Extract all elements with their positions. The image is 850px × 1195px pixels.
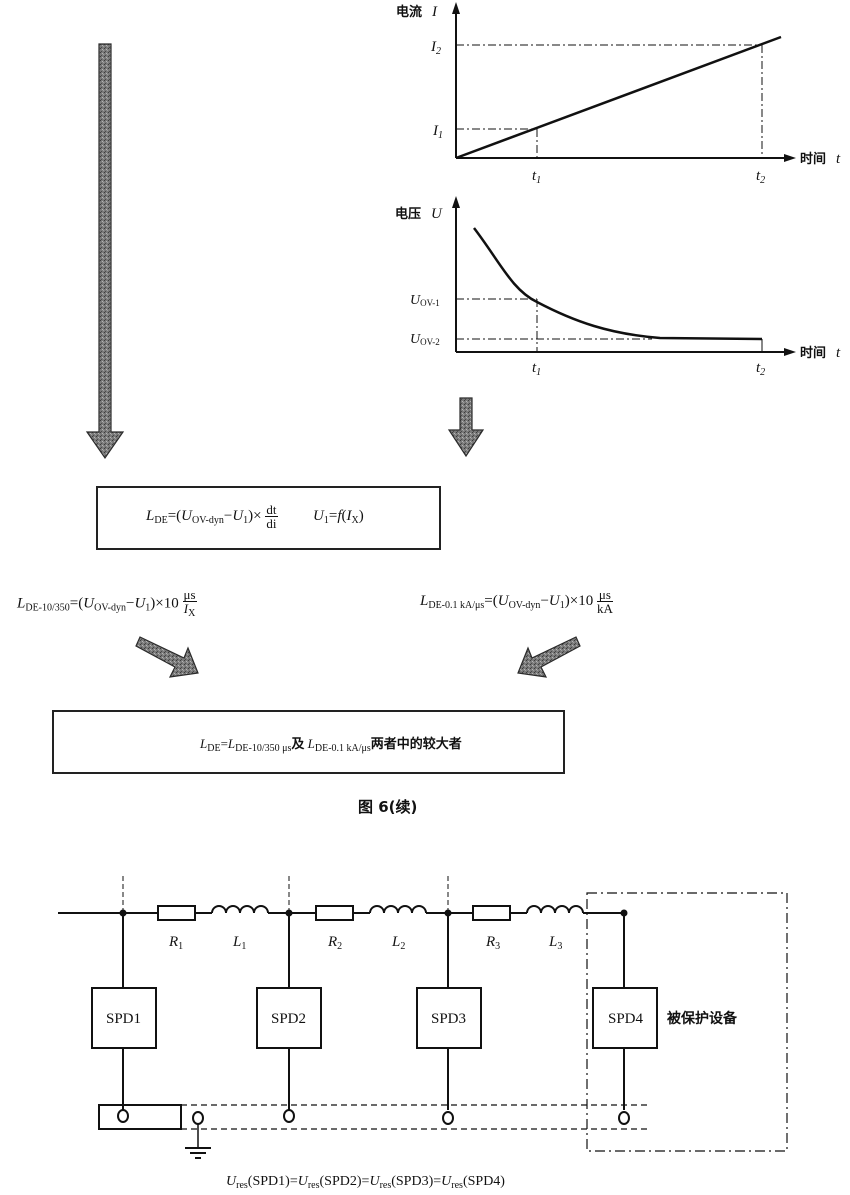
chart1-ytick-I1: I1 [432,123,443,141]
flow-arrow-left-long-icon [85,43,125,460]
spd2-box [256,987,322,1049]
spd4-label: SPD4 [608,1011,644,1027]
voltage-time-chart: 电压 U UOV-1 UOV-2 t1 t2 时间 t [395,196,841,378]
resistor-R1 [157,905,196,921]
chart2-xlabel-var: t [836,345,841,361]
spd3-label: SPD3 [431,1011,466,1027]
ground-icon [185,1124,211,1159]
chart1-series-line [455,35,782,160]
inductor-L2 [369,905,427,914]
chart1-x-axis-arrow-icon [784,154,796,162]
flow-arrow-diagonal-left-icon [135,636,199,678]
label-L3: L3 [548,934,562,952]
spd2-label: SPD2 [271,1011,306,1027]
label-L2: L2 [391,934,405,952]
formula-Ures-equality: Ures(SPD1)=Ures(SPD2)=Ures(SPD3)=Ures(SP… [226,1174,505,1191]
chart2-series-curve [473,227,763,341]
chart1-ylabel-cn: 电流 [396,4,422,20]
chart1-ytick-I2: I2 [430,39,441,57]
chart1-y-axis-arrow-icon [452,2,460,14]
spd-circuit-diagram: SPD1 SPD2 SPD3 SPD4 被保护设备 R1 L1 R [58,876,788,1159]
spd4-box [592,987,658,1049]
protected-equipment-label: 被保护设备 [667,1010,738,1027]
chart1-xtick-t1: t1 [532,168,541,186]
resistor-R3 [472,905,511,921]
resistor-R2 [315,905,354,921]
chart1-ylabel-var: I [431,4,438,20]
current-time-chart: 电流 I I2 I1 t1 t2 时间 t [396,2,841,186]
terminal-3 [442,1111,454,1125]
chart2-ytick-Uov2: UOV-2 [410,332,440,347]
figure-caption: 图 6(续) [358,798,418,816]
label-R3: R3 [485,934,500,952]
formula-LDE-max: LDE=LDE-10/350 μs及 LDE-0.1 kA/μs两者中的较大者 [200,736,462,754]
chart2-xtick-t2: t2 [756,360,765,378]
chart1-xlabel-var: t [836,151,841,167]
label-R2: R2 [327,934,342,952]
label-R1: R1 [168,934,183,952]
spd3-box [416,987,482,1049]
chart2-xtick-t1: t1 [532,360,541,378]
flow-arrow-right-short-icon [447,397,485,458]
inductor-L1 [211,905,269,914]
earthing-bar [98,1104,182,1130]
terminal-4 [618,1111,630,1125]
chart2-ytick-Uov1: UOV-1 [410,293,440,308]
formula-box-result [52,710,565,774]
label-L1: L1 [232,934,246,952]
protected-equipment-boundary [586,892,788,1152]
inductor-L3 [526,905,584,914]
terminal-1 [117,1109,129,1123]
terminal-2 [283,1109,295,1123]
spd1-box [91,987,157,1049]
chart2-y-axis-arrow-icon [452,196,460,208]
chart2-x-axis-arrow-icon [784,348,796,356]
chart1-xtick-t2: t2 [756,168,765,186]
terminal-ground [192,1111,204,1125]
chart2-ylabel-cn: 电压 [395,206,421,222]
chart2-xlabel-cn: 时间 [800,345,826,361]
spd1-label: SPD1 [106,1011,141,1027]
formula-box-dynamic-inductance [96,486,441,550]
chart2-ylabel-var: U [431,206,443,222]
chart1-xlabel-cn: 时间 [800,151,826,167]
flow-arrow-diagonal-right-icon [517,636,581,678]
